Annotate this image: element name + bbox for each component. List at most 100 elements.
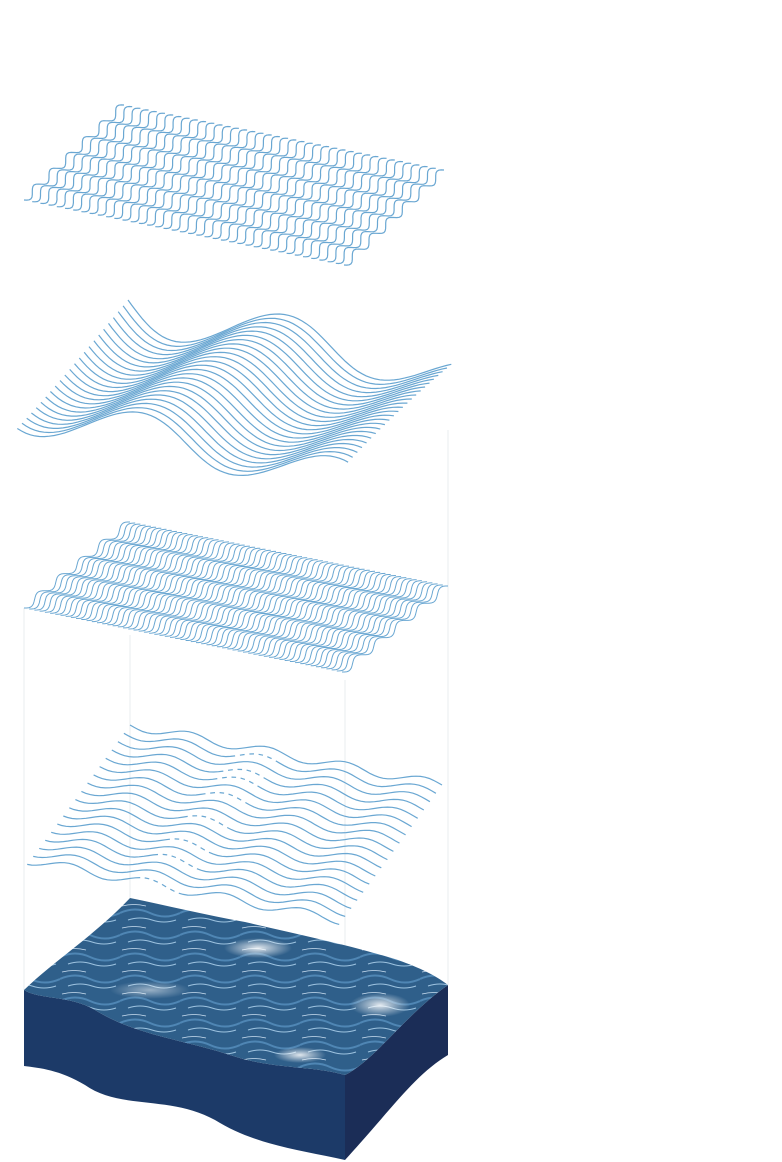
sea-block-right-face	[345, 985, 448, 1160]
wave-line	[26, 402, 358, 468]
foam-patch	[224, 938, 292, 958]
wave-line	[89, 117, 190, 215]
wave-line	[106, 120, 207, 218]
wave-layer-1	[23, 104, 445, 266]
wave-line	[39, 524, 146, 612]
wave-line	[245, 149, 346, 246]
wave-layer-4	[27, 724, 443, 925]
wave-line	[112, 317, 439, 394]
wave-line	[91, 535, 198, 623]
wave-line	[237, 564, 344, 652]
wave-line	[97, 119, 198, 216]
wave-line	[155, 130, 256, 228]
wave-line	[48, 109, 149, 206]
wave-line	[185, 554, 292, 641]
wave-line	[29, 522, 136, 610]
wave-line	[55, 527, 162, 615]
wave-line	[342, 585, 448, 673]
wave-line	[335, 167, 436, 265]
wave-line	[180, 553, 287, 640]
wave-line	[40, 107, 141, 205]
wave-line	[54, 377, 386, 443]
wave-line	[99, 766, 412, 828]
wave-line	[78, 356, 408, 423]
wave-line	[88, 346, 417, 414]
wave-line	[336, 584, 443, 672]
wave-line	[96, 536, 203, 624]
wave-layer-3	[24, 521, 448, 673]
wave-line	[16, 411, 349, 477]
wave-line	[326, 582, 433, 670]
wave-line	[295, 576, 402, 664]
foam-patch	[110, 981, 190, 999]
wave-line	[111, 749, 425, 811]
wave-line	[270, 154, 371, 251]
wave-line	[27, 861, 340, 925]
wave-line	[127, 299, 452, 381]
wave-line	[154, 547, 261, 635]
wave-line	[169, 550, 276, 638]
wave-line	[311, 162, 412, 260]
wave-line	[44, 525, 151, 613]
wave-line	[331, 583, 438, 671]
wave-line	[222, 561, 329, 649]
wave-line	[31, 398, 363, 464]
wave-line	[315, 580, 422, 668]
wave-line	[284, 574, 391, 661]
wave-line	[253, 150, 354, 248]
wave-line	[274, 571, 381, 659]
wave-line	[64, 368, 394, 435]
wave-line	[263, 569, 370, 657]
wave-line	[107, 538, 214, 626]
wave-line	[220, 144, 321, 241]
wave-line	[21, 407, 353, 472]
wave-line	[87, 782, 400, 844]
wave-line	[248, 566, 355, 654]
wave-line	[130, 125, 231, 223]
wave-line	[261, 152, 362, 250]
wave-line	[149, 546, 256, 634]
wave-line	[327, 165, 428, 263]
wave-line	[34, 523, 141, 611]
wave-line	[179, 135, 280, 233]
wave-line	[93, 340, 421, 410]
wave-line	[86, 534, 193, 622]
wave-line	[129, 724, 443, 786]
wave-line	[114, 122, 215, 220]
wave-line	[63, 815, 376, 877]
wave-line	[51, 831, 364, 893]
wave-line	[59, 373, 390, 439]
wave-line	[310, 579, 417, 667]
wave-line	[133, 543, 240, 631]
wave-line	[35, 394, 367, 460]
wave-line	[232, 563, 339, 651]
wave-line	[300, 577, 407, 665]
wave-line	[294, 159, 395, 256]
wave-line	[279, 572, 386, 660]
wave-line	[69, 364, 399, 431]
wave-line	[45, 838, 358, 901]
foam-patch	[350, 993, 410, 1017]
wave-line	[237, 147, 338, 245]
wave-line	[188, 137, 289, 235]
wave-line	[138, 127, 239, 225]
wave-line	[175, 551, 282, 639]
wave-line	[98, 334, 426, 406]
wave-line	[74, 360, 403, 427]
wave-line	[108, 323, 434, 398]
wave-line	[212, 142, 313, 240]
wave-line	[159, 548, 266, 636]
wave-line	[269, 570, 376, 658]
wave-line	[122, 124, 223, 221]
wave-line	[321, 581, 428, 669]
wave-line	[117, 741, 431, 803]
wave-line	[40, 390, 372, 456]
wave-line	[123, 732, 437, 794]
wave-line	[258, 568, 365, 656]
wave-line	[112, 539, 219, 627]
wave-line	[60, 528, 167, 616]
wave-line	[305, 578, 412, 666]
wave-line	[302, 160, 404, 258]
wave-line	[75, 799, 388, 861]
wave-line	[204, 140, 305, 238]
